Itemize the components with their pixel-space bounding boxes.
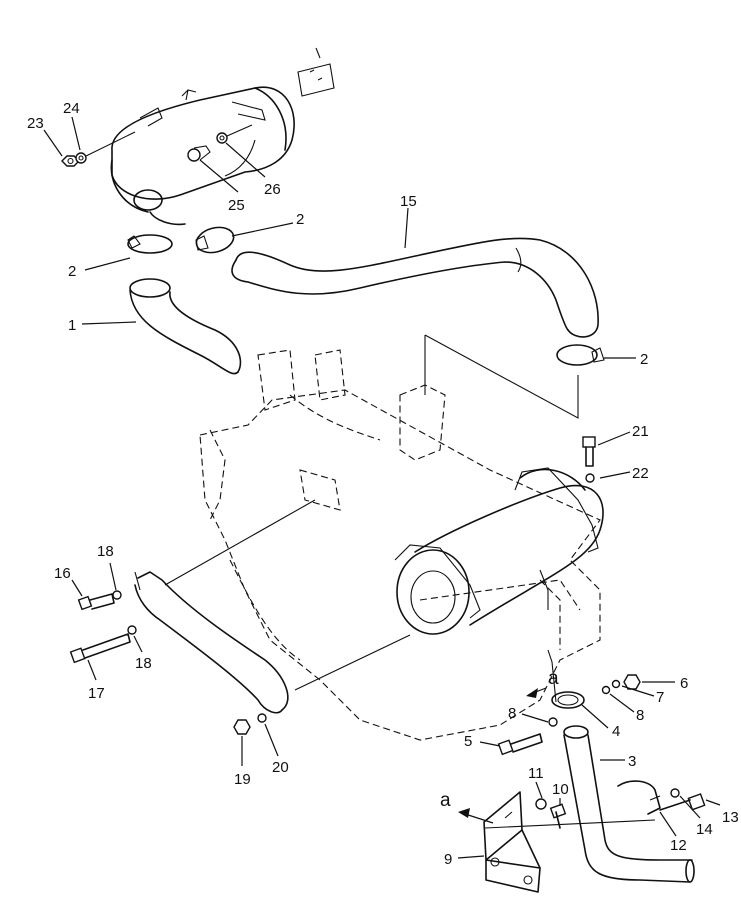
callout-19: 19 xyxy=(234,771,251,788)
callout-2-upper: 2 xyxy=(296,211,304,228)
callout-14: 14 xyxy=(696,821,713,838)
callout-11: 11 xyxy=(528,765,544,782)
callout-24: 24 xyxy=(63,100,80,117)
callout-7: 7 xyxy=(656,689,664,706)
callout-17: 17 xyxy=(88,685,105,702)
fasteners-left xyxy=(69,590,267,735)
exhaust-pipe xyxy=(134,571,289,714)
hose-1 xyxy=(129,278,242,375)
callout-3: 3 xyxy=(628,753,636,770)
callout-4: 4 xyxy=(612,723,620,740)
callout-16: 16 xyxy=(54,565,71,582)
callout-21: 21 xyxy=(632,423,649,440)
callout-26: 26 xyxy=(264,181,281,198)
callout-9: 9 xyxy=(444,851,452,868)
bracket-9 xyxy=(483,791,541,893)
callout-18-upper: 18 xyxy=(97,543,114,560)
callout-20: 20 xyxy=(272,759,289,776)
air-cleaner xyxy=(110,47,335,226)
callout-15: 15 xyxy=(400,193,417,210)
fasteners-right xyxy=(497,436,706,829)
callout-1: 1 xyxy=(68,317,76,334)
muffler xyxy=(394,467,604,635)
view-arrows xyxy=(458,687,547,824)
fasteners-air-cleaner xyxy=(61,124,253,167)
callout-8-right: 8 xyxy=(636,707,644,724)
callout-2-right: 2 xyxy=(640,351,648,368)
callout-5: 5 xyxy=(464,733,472,750)
callout-13: 13 xyxy=(722,809,739,826)
hose-clamps xyxy=(127,226,605,366)
tail-pipe-3 xyxy=(563,725,695,883)
callout-18-lower: 18 xyxy=(135,655,152,672)
callout-25: 25 xyxy=(228,197,245,214)
callout-10: 10 xyxy=(552,781,569,798)
callout-a-upper: a xyxy=(548,668,559,689)
engine-outline xyxy=(199,349,601,741)
leader-connectors xyxy=(164,334,656,829)
hose-15 xyxy=(231,237,599,338)
callout-23: 23 xyxy=(27,115,44,132)
clamp-4 xyxy=(547,649,585,709)
callout-22: 22 xyxy=(632,465,649,482)
callout-12: 12 xyxy=(670,837,687,854)
callout-a-lower: a xyxy=(440,790,451,811)
callout-8-left: 8 xyxy=(508,705,516,722)
callout-6: 6 xyxy=(680,675,688,692)
strap-12 xyxy=(617,780,661,815)
callout-2-left: 2 xyxy=(68,263,76,280)
callout-labels: 23 24 25 26 2 2 2 15 1 21 22 18 16 18 17… xyxy=(27,100,739,868)
callout-leaders xyxy=(43,116,721,859)
